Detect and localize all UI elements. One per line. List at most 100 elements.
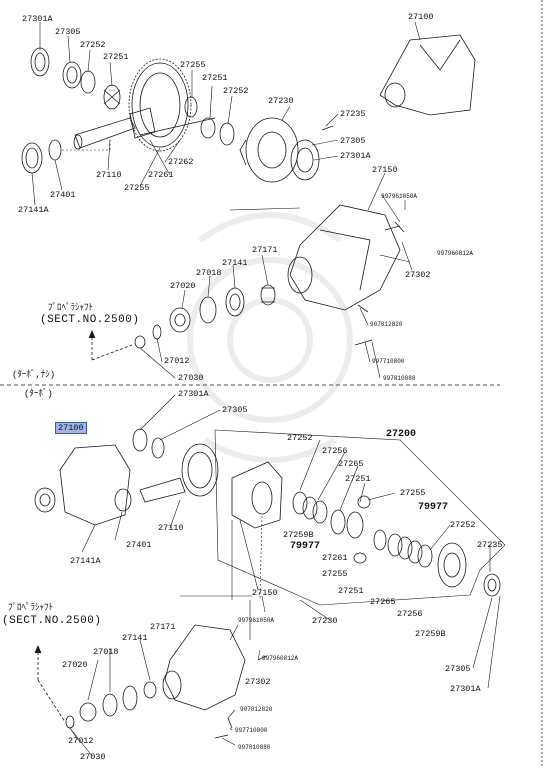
- part-label: 27141A: [70, 556, 101, 566]
- part-label: 27256: [322, 446, 348, 456]
- part-label: 27012: [164, 356, 190, 366]
- differential-case-part: [239, 117, 320, 183]
- part-label: 27301A: [340, 151, 371, 161]
- gear-carrier-part: [287, 204, 401, 311]
- part-label: 27171: [252, 245, 278, 255]
- differential-assembly-box: [214, 429, 506, 606]
- part-label: 907812820: [370, 321, 403, 328]
- part-label: 27235: [340, 109, 366, 119]
- part-label: 27262: [168, 157, 194, 167]
- part-label: 27110: [158, 523, 184, 533]
- diff-case-half-lower: [437, 542, 467, 588]
- part-label: 27235: [477, 540, 503, 550]
- part-label: 27401: [126, 540, 152, 550]
- part-label: 27301A: [178, 389, 209, 399]
- part-label: 79977: [290, 541, 321, 552]
- part-label: 27150: [252, 588, 278, 598]
- propeller-shaft-note: ﾌﾟﾛﾍﾟﾗｼｬﾌﾄ: [8, 603, 54, 613]
- watermark-logo: [187, 212, 353, 463]
- part-label: 27305: [445, 664, 471, 674]
- gear-carrier-lower: [65, 624, 246, 729]
- part-label: 997960812A: [262, 655, 299, 662]
- part-label: 27030: [178, 373, 204, 383]
- oil-seal-part-lower: [132, 428, 165, 459]
- part-label: 27230: [312, 616, 338, 626]
- part-label: 27305: [340, 136, 366, 146]
- part-label: 27110: [96, 170, 122, 180]
- part-label: 27259B: [415, 629, 446, 639]
- part-label: 27251: [338, 586, 364, 596]
- part-label: 27255: [124, 183, 150, 193]
- part-label: 27256: [397, 609, 423, 619]
- part-label: 27251: [345, 474, 371, 484]
- drive-pinion-lower: [114, 443, 219, 512]
- part-label: 997810880: [238, 744, 271, 751]
- part-label: 27251: [103, 52, 129, 62]
- ring-gear-part: [128, 58, 192, 152]
- part-label: 27020: [170, 281, 196, 291]
- part-label: 27141: [222, 258, 248, 268]
- carrier-housing-part-lower: [34, 444, 131, 526]
- part-label: 27018: [196, 268, 222, 278]
- part-label: 27252: [450, 520, 476, 530]
- section-reference[interactable]: (SECT.NO.2500): [2, 615, 102, 627]
- part-label: 27020: [62, 660, 88, 670]
- part-label: 27100: [408, 12, 434, 22]
- oil-seal-part: [30, 47, 50, 77]
- variant-turbo: (ﾀｰﾎﾞ): [24, 389, 53, 399]
- part-label: 907812820: [240, 706, 273, 713]
- part-label-highlighted[interactable]: 27100: [55, 422, 87, 434]
- part-label: 27265: [370, 597, 396, 607]
- reference-arrow-lower: [34, 644, 66, 723]
- part-label: 27302: [405, 270, 431, 280]
- part-label: 27200: [386, 429, 417, 440]
- leader-lines-lower: [69, 394, 501, 757]
- part-label: 27261: [322, 553, 348, 563]
- part-label: 997810880: [383, 375, 416, 382]
- section-reference[interactable]: (SECT.NO.2500): [40, 314, 140, 326]
- part-label: 27305: [222, 405, 248, 415]
- carrier-housing-part: [379, 34, 476, 116]
- part-label: 27171: [150, 622, 176, 632]
- part-label: 27252: [223, 86, 249, 96]
- pinion-shaft: [139, 117, 216, 136]
- part-label: 27255: [400, 488, 426, 498]
- part-label: 27150: [372, 165, 398, 175]
- pinion-gear-part: [184, 96, 235, 146]
- part-label: 997961050A: [381, 193, 418, 200]
- part-label: 27255: [180, 60, 206, 70]
- part-label: 27141: [122, 633, 148, 643]
- part-label: 27230: [268, 96, 294, 106]
- propeller-shaft-note: ﾌﾟﾛﾍﾟﾗｼｬﾌﾄ: [48, 303, 94, 313]
- part-label: 997961050A: [238, 617, 275, 624]
- part-label: 27252: [287, 433, 313, 443]
- part-label: 27251: [202, 73, 228, 83]
- part-label: 997710800: [235, 727, 268, 734]
- part-label: 27261: [148, 170, 174, 180]
- part-label: 27302: [245, 677, 271, 687]
- part-label: 27012: [68, 736, 94, 746]
- companion-flange-parts: [21, 139, 62, 174]
- part-label: 27305: [55, 27, 81, 37]
- part-label: 79977: [418, 502, 449, 513]
- leader-lines: [31, 21, 421, 379]
- side-gear-part: [103, 84, 121, 110]
- bolt-parts: [321, 125, 405, 346]
- reference-arrow: [88, 329, 133, 361]
- part-label: 27401: [50, 190, 76, 200]
- bearing-part: [62, 61, 96, 94]
- part-label: 27301A: [22, 14, 53, 24]
- part-label: 997710800: [372, 358, 405, 365]
- thrust-washers-lower: [292, 491, 433, 568]
- part-label: 27265: [338, 459, 364, 469]
- part-label: 27259B: [283, 530, 314, 540]
- variant-no-turbo: (ﾀｰﾎﾞ,ﾅｼ): [12, 370, 56, 380]
- diff-case-lower: [231, 461, 283, 529]
- part-label: 27018: [93, 647, 119, 657]
- part-label: 997960812A: [437, 250, 474, 257]
- part-label: 27252: [80, 40, 106, 50]
- part-label: 27030: [80, 752, 106, 762]
- side-bearing-lower: [483, 573, 501, 597]
- part-label: 27255: [322, 569, 348, 579]
